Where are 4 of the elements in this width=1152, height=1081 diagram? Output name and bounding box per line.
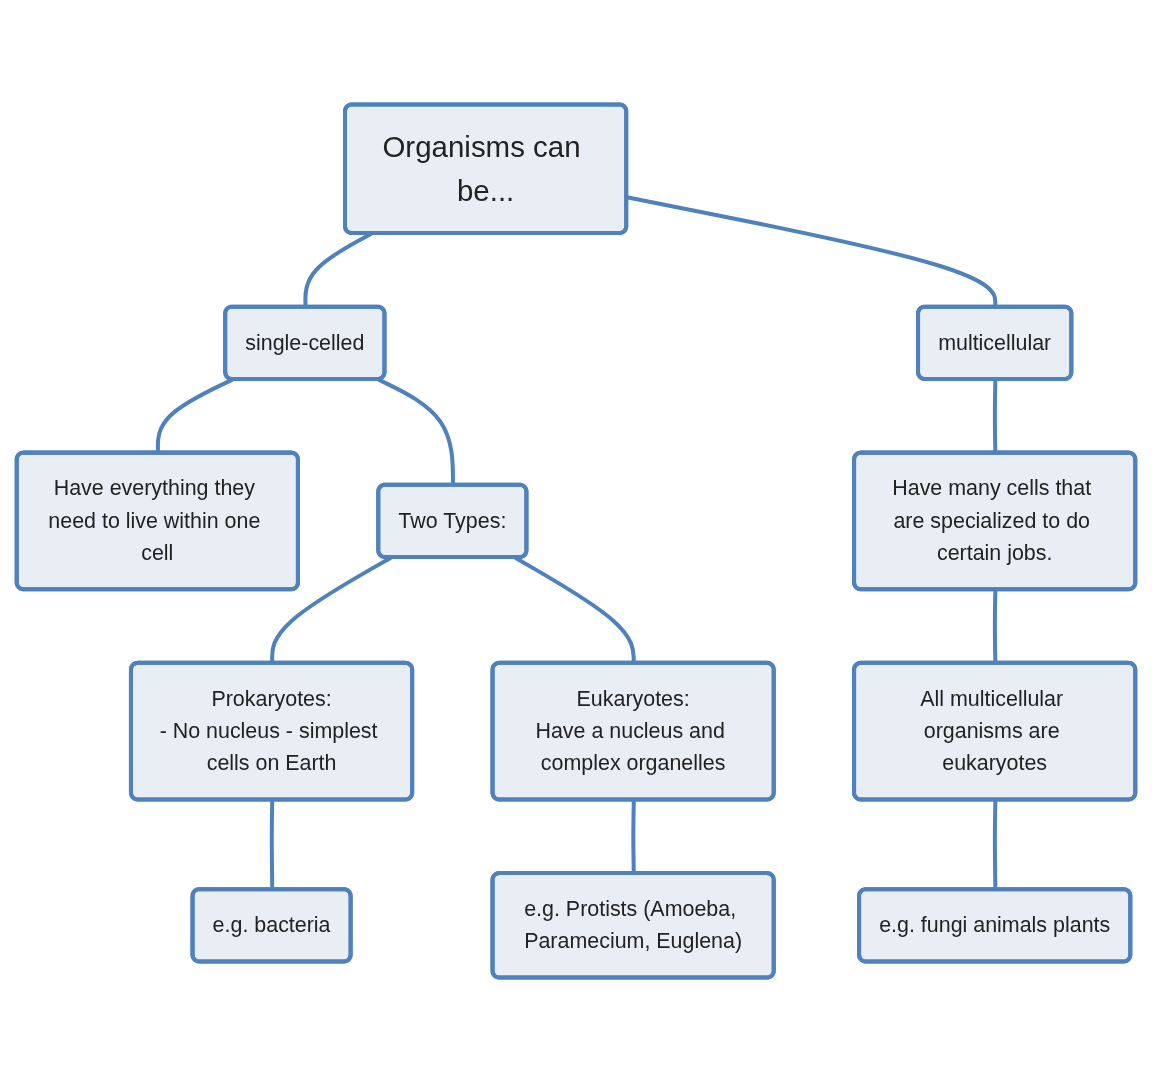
connector [992, 589, 998, 664]
connector [631, 799, 636, 874]
connector [269, 799, 275, 890]
connector [992, 799, 998, 890]
